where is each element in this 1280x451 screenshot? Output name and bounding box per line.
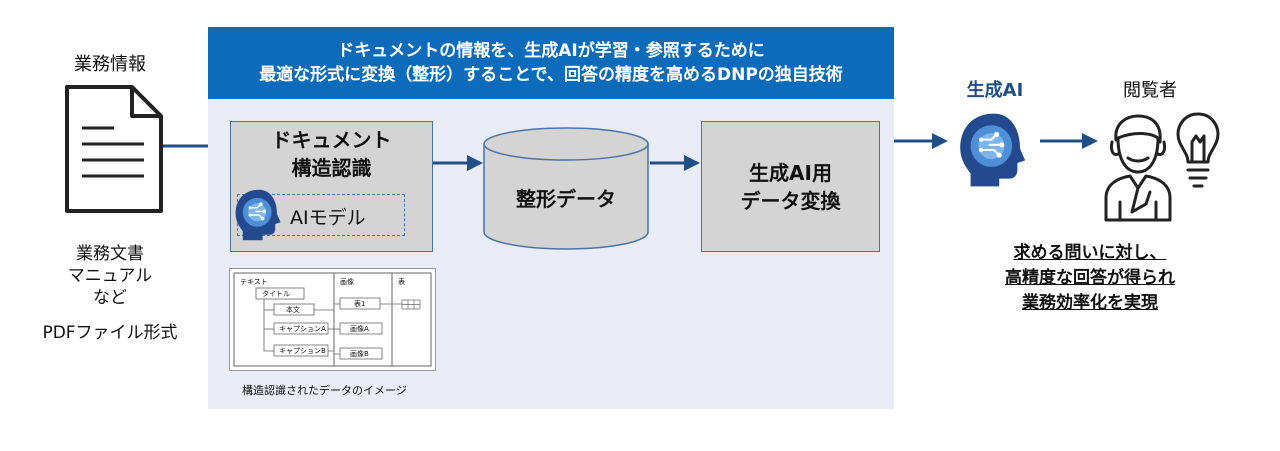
result-line-1: 求める問いに対し、	[1013, 243, 1167, 263]
struct-image-b: 画像B	[350, 350, 369, 358]
lightbulb-icon	[1176, 112, 1220, 188]
banner-line-2: 最適な形式に変換（整形）することで、回答の精度を高めるDNPの独自技術	[259, 65, 843, 85]
struct-title: タイトル	[262, 290, 290, 298]
convert-line-2: データ変換	[740, 188, 841, 213]
struct-caption-b: キャプションB	[279, 347, 326, 355]
doc-type-line: 業務文書	[76, 244, 144, 264]
shaped-data-label: 整形データ	[516, 187, 616, 211]
ai-model-label: AIモデル	[290, 207, 366, 229]
doc-type-line: など	[93, 288, 127, 308]
document-types: 業務文書 マニュアル など	[50, 243, 170, 309]
doc-type-line: マニュアル	[67, 266, 153, 286]
arrow-to-viewer	[1040, 133, 1098, 149]
arrow-data-to-convert	[650, 155, 700, 171]
result-statement: 求める問いに対し、 高精度な回答が得られ 業務効率化を実現	[945, 241, 1235, 316]
result-line-2: 高精度な回答が得られ	[1005, 268, 1175, 288]
ai-head-icon	[235, 189, 281, 241]
banner-line-1: ドキュメントの情報を、生成AIが学習・参照するために	[337, 41, 765, 61]
struct-col-text: テキスト	[240, 278, 268, 286]
document-icon	[65, 85, 163, 213]
shaped-data-cylinder	[483, 127, 649, 250]
tech-banner: ドキュメントの情報を、生成AIが学習・参照するために 最適な形式に変換（整形）す…	[208, 27, 894, 99]
struct-table1: 表1	[354, 300, 366, 308]
struct-caption-a: キャプションA	[279, 325, 326, 333]
structure-image: テキスト 画像 表 タイトル 本文 キャプションA キャプションB 表1 画像A…	[229, 268, 436, 371]
ai-data-conversion-box: 生成AI用 データ変換	[701, 121, 880, 252]
structure-image-caption: 構造認識されたデータのイメージ	[242, 384, 407, 397]
arrow-structure-to-data	[433, 155, 483, 171]
struct-body: 本文	[286, 306, 300, 314]
convert-line-1: 生成AI用	[749, 160, 832, 185]
business-info-label: 業務情報	[74, 54, 146, 75]
structure-title-line-2: 構造認識	[291, 156, 372, 180]
gen-ai-label: 生成AI	[966, 80, 1024, 101]
viewer-person-icon	[1104, 114, 1172, 222]
arrow-to-gen-ai	[894, 133, 948, 149]
struct-col-table: 表	[398, 278, 405, 286]
gen-ai-head-icon	[960, 113, 1026, 187]
result-line-3: 業務効率化を実現	[1022, 293, 1158, 313]
struct-image-a: 画像A	[350, 325, 369, 333]
structure-title-line-1: ドキュメント	[271, 128, 392, 152]
pdf-format-label: PDFファイル形式	[42, 323, 178, 343]
struct-col-image: 画像	[340, 278, 354, 286]
viewer-label: 閲覧者	[1123, 80, 1177, 101]
